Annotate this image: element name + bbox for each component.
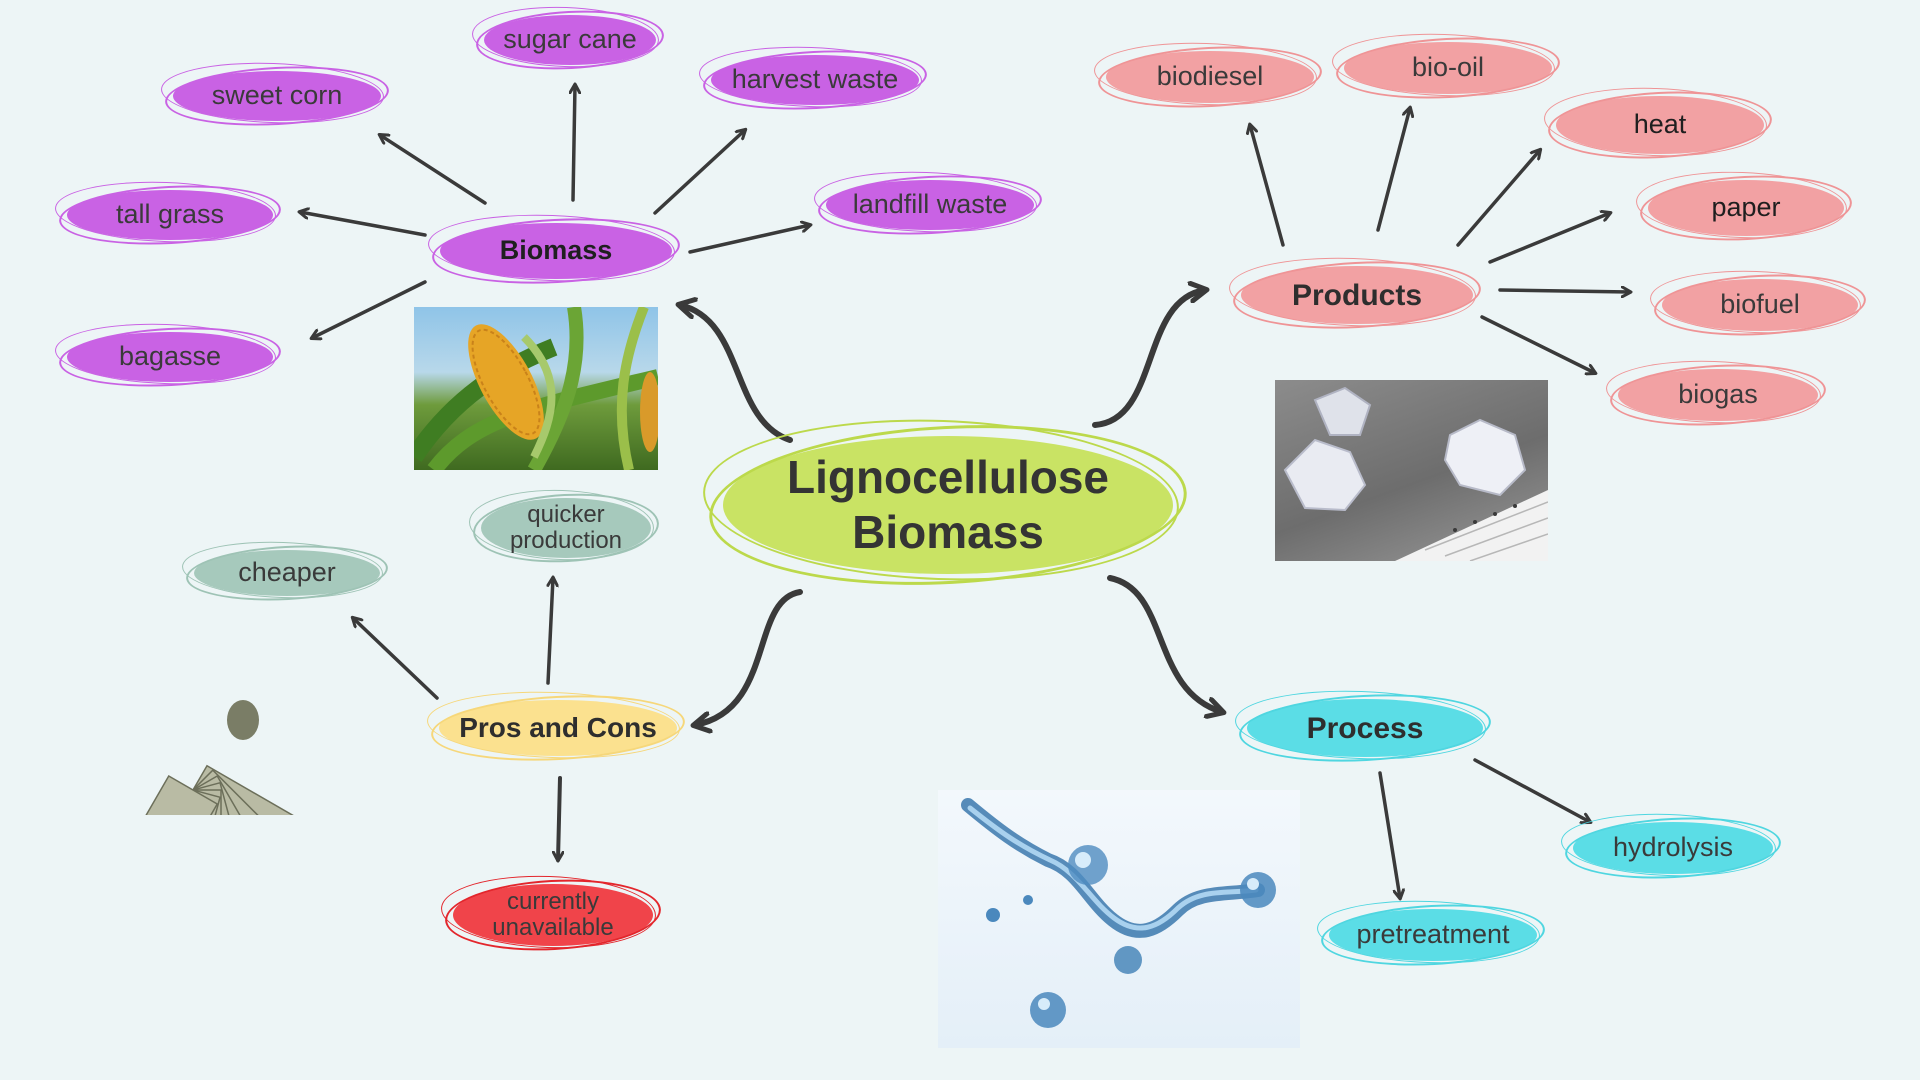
products-item-paper[interactable]: paper	[1634, 168, 1854, 246]
pros-and-cons-node[interactable]: Pros and Cons	[425, 687, 687, 767]
arrow-pros-cheaper	[353, 618, 439, 700]
arrow-process-pretreatment	[1378, 771, 1400, 898]
water-splash-image	[938, 790, 1300, 1048]
products-label: Products	[1291, 278, 1423, 312]
biomass-item-landfill-waste[interactable]: landfill waste	[813, 168, 1044, 240]
arrow-biomass-sweet-corn	[380, 135, 487, 205]
products-node[interactable]: Products	[1227, 253, 1483, 335]
central-topic-line-2: Biomass	[852, 506, 1044, 558]
products-item-bio-oil[interactable]: bio-oil	[1330, 30, 1562, 104]
products-item-biodiesel[interactable]: biodiesel	[1092, 39, 1324, 113]
arrow-products-bio-oil	[1376, 108, 1410, 232]
arrow-center-to-biomass	[680, 305, 793, 443]
biomass-item-sweet-corn[interactable]: sweet corn	[160, 59, 391, 131]
products-item-biogas[interactable]: biogas	[1604, 357, 1828, 431]
process-item-hydrolysis[interactable]: hydrolysis	[1559, 810, 1783, 884]
products-item-biofuel[interactable]: biofuel	[1648, 267, 1868, 341]
central-topic[interactable]: Lignocellulose Biomass	[700, 411, 1191, 597]
arrow-center-to-process	[1107, 575, 1222, 712]
crumpled-paper-image	[1275, 380, 1548, 561]
biomass-label: Biomass	[499, 235, 613, 266]
cons-item-currently-unavailable[interactable]: currently unavailable	[439, 872, 663, 956]
central-topic-line-1: Lignocellulose	[786, 450, 1110, 503]
arrow-products-biofuel	[1498, 290, 1630, 292]
arrow-biomass-sugar-cane	[573, 85, 575, 202]
money-image	[78, 640, 308, 815]
arrow-biomass-bagasse	[312, 280, 427, 338]
biomass-node[interactable]: Biomass	[426, 210, 682, 290]
biomass-item-harvest-waste[interactable]: harvest waste	[698, 43, 929, 115]
quicker-line-2: production	[509, 527, 623, 554]
arrow-center-to-products	[1092, 290, 1205, 428]
unavailable-line-1: currently	[506, 887, 600, 915]
arrow-pros-quicker	[546, 578, 553, 685]
arrow-process-hydrolysis	[1473, 758, 1590, 822]
arrow-products-paper	[1488, 213, 1610, 264]
biomass-item-sugar-cane[interactable]: sugar cane	[471, 3, 666, 74]
arrow-biomass-landfill-waste	[688, 225, 810, 254]
arrow-center-to-pros-cons	[695, 589, 803, 725]
products-item-heat[interactable]: heat	[1542, 84, 1774, 164]
arrow-biomass-harvest-waste	[653, 130, 745, 215]
unavailable-line-2: unavailable	[492, 914, 614, 941]
arrow-products-heat	[1456, 150, 1540, 247]
pros-item-cheaper[interactable]: cheaper	[181, 538, 390, 606]
pros-item-quicker-production[interactable]: quicker production	[467, 486, 661, 567]
biomass-item-tall-grass[interactable]: tall grass	[54, 178, 283, 250]
process-label: Process	[1306, 711, 1424, 745]
pros-and-cons-label: Pros and Cons	[459, 711, 657, 743]
arrow-cons-unavailable	[558, 776, 560, 860]
quicker-line-1: quicker	[527, 500, 605, 528]
process-item-pretreatment[interactable]: pretreatment	[1315, 897, 1547, 971]
process-node[interactable]: Process	[1233, 686, 1493, 768]
biomass-item-bagasse[interactable]: bagasse	[54, 320, 283, 392]
arrow-biomass-tall-grass	[300, 212, 427, 237]
corn-image	[414, 307, 658, 470]
arrow-products-biodiesel	[1250, 125, 1285, 247]
arrow-products-biogas	[1480, 315, 1595, 373]
